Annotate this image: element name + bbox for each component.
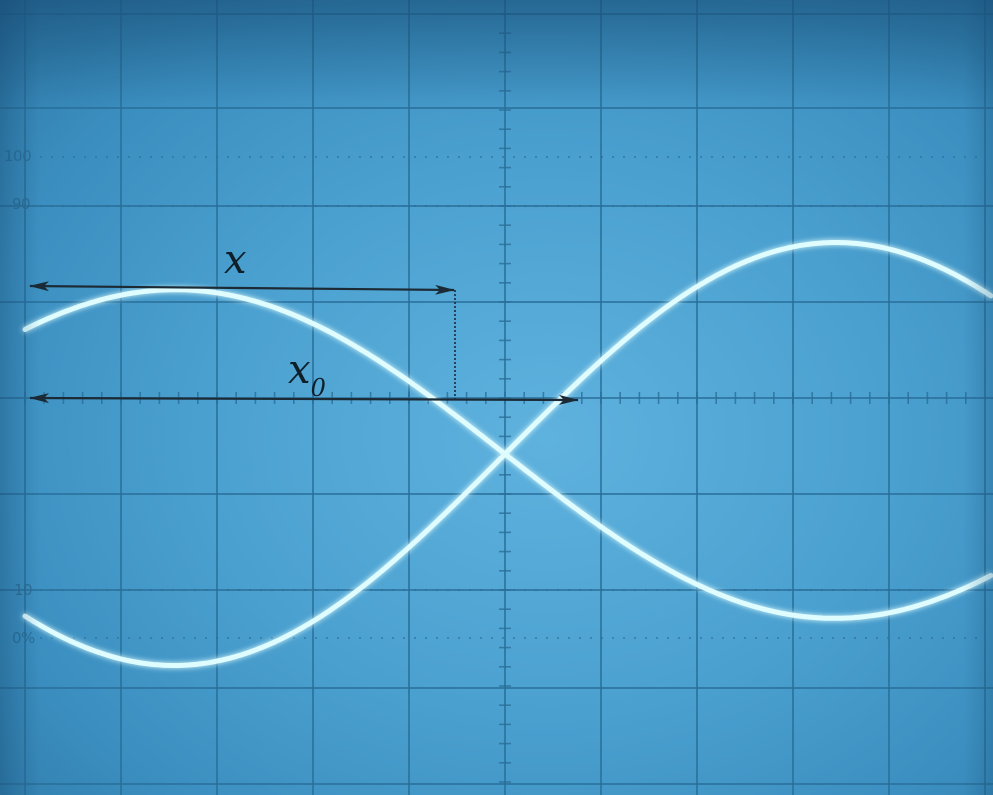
x0-label-base: x: [288, 347, 311, 393]
scale-label-90: 90: [12, 195, 31, 213]
x-arrow: [29, 281, 455, 295]
x-label: x: [224, 237, 247, 283]
x0-label-subscript: 0: [310, 374, 326, 402]
x0-label: x0: [288, 347, 326, 400]
scale-label-100: 100: [4, 147, 32, 165]
x0-arrow: [29, 393, 579, 405]
scale-label-10: 10: [14, 581, 33, 599]
scale-label-0pct: 0%: [12, 629, 35, 647]
sine-trace-1: [22, 240, 993, 668]
